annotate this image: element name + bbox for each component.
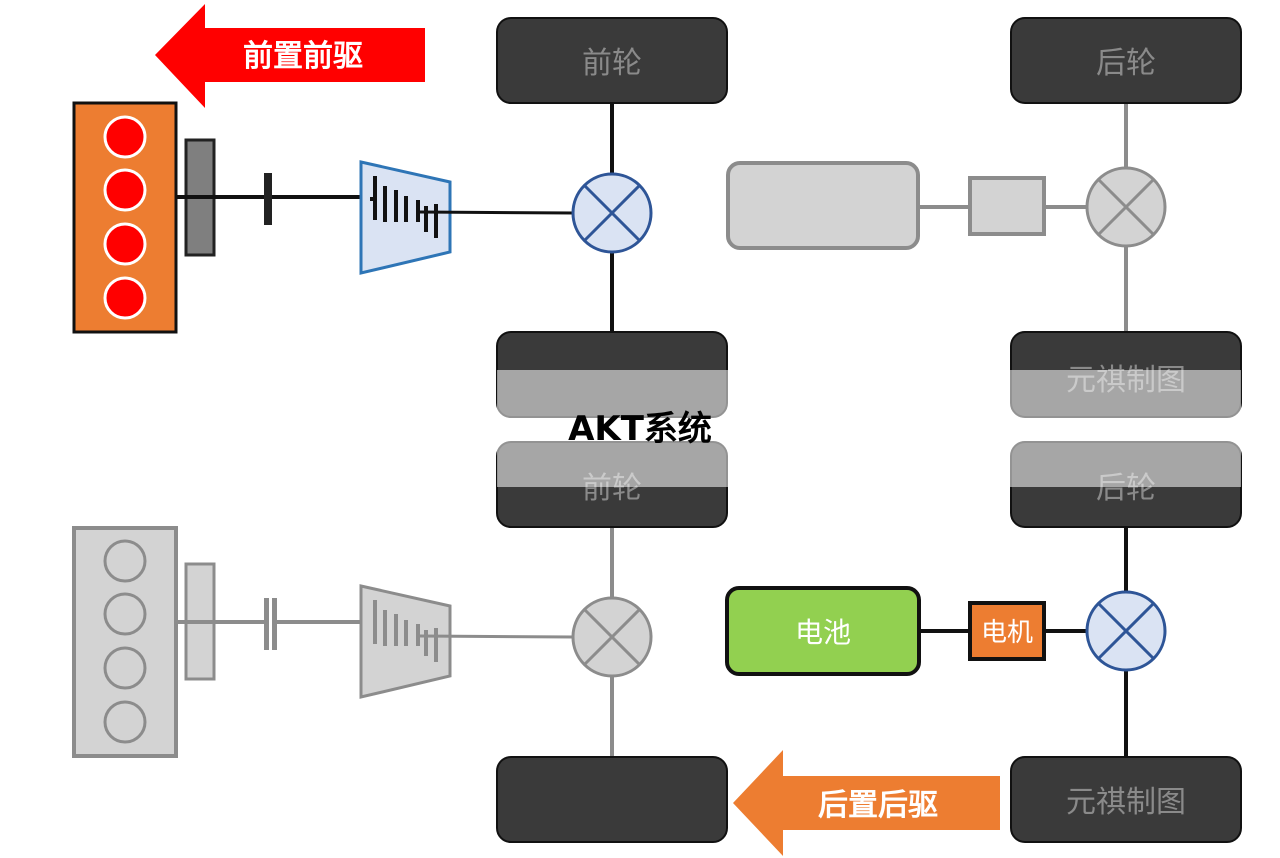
cylinder-icon	[103, 592, 147, 636]
engine-block-front	[72, 101, 178, 334]
cylinder-icon	[103, 539, 147, 583]
rear-drive-arrow-label: 后置后驱	[818, 788, 938, 823]
wheel-rear-top: 后轮	[1010, 17, 1242, 104]
front-drive-arrow: 前置前驱	[155, 4, 425, 108]
clutch-rear-a	[264, 598, 269, 650]
differential-front-active	[571, 172, 653, 254]
svg-text:电机: 电机	[981, 618, 1033, 648]
page-title: AKT系统	[568, 409, 712, 449]
cylinder-icon	[103, 168, 147, 212]
clutch-rear-b	[272, 598, 277, 650]
cylinder-icon	[103, 115, 147, 159]
cylinder-icon	[103, 646, 147, 690]
differential-rear-inactive	[1085, 166, 1167, 248]
wheel-front-bottom-2	[496, 756, 728, 843]
battery-active: 电池	[725, 586, 921, 676]
output-shaft-front	[419, 210, 575, 215]
cylinder-icon	[103, 700, 147, 744]
cylinder-icon	[103, 222, 147, 266]
svg-text:前轮: 前轮	[582, 46, 642, 81]
engine-block-rear	[72, 526, 178, 758]
title-band	[497, 370, 1241, 487]
rear-drive-arrow: 后置后驱	[733, 750, 1000, 856]
svg-text:元祺制图: 元祺制图	[1066, 785, 1186, 820]
differential-rear-active	[1085, 590, 1167, 672]
gearbox-front	[359, 160, 452, 275]
motor-inactive	[968, 176, 1046, 236]
svg-text:电池: 电池	[795, 616, 851, 649]
gearbox-rear	[359, 584, 452, 699]
motor-active: 电机	[968, 601, 1046, 661]
battery-inactive	[726, 161, 920, 250]
front-drive-arrow-label: 前置前驱	[243, 39, 363, 74]
differential-front-inactive	[571, 596, 653, 678]
svg-text:后轮: 后轮	[1096, 46, 1156, 81]
output-shaft-rear	[419, 634, 575, 639]
clutch-front	[264, 173, 272, 225]
cylinder-icon	[103, 276, 147, 320]
wheel-front-top: 前轮	[496, 17, 728, 104]
wheel-rear-bottom-2: 元祺制图	[1010, 756, 1242, 843]
